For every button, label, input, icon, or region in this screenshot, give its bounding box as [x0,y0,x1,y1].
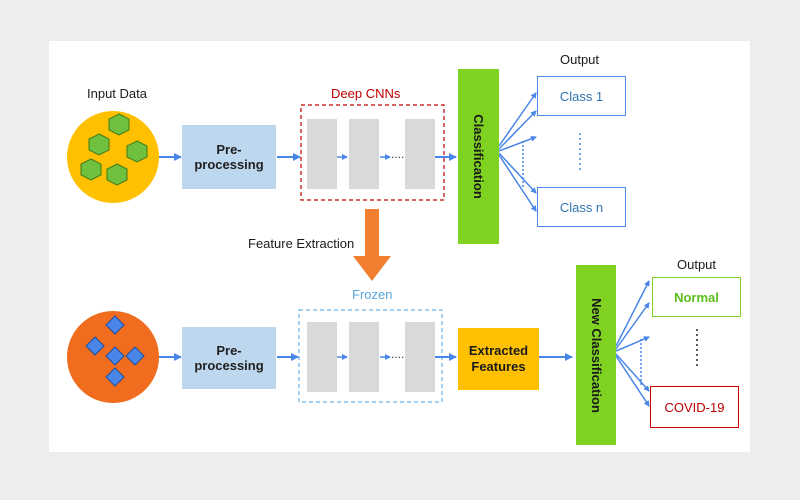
hexagon [106,163,128,186]
fan-arrow [498,92,537,147]
diamond [105,346,125,366]
deep-cnn-box [300,104,445,201]
hexagon [108,113,130,136]
fan-arrow [498,135,537,152]
diamond [105,315,125,335]
fan-arrow-bottom [615,336,650,352]
frozen-layer [405,322,435,392]
input-data-label: Input Data [87,86,147,101]
frozen-layer [349,322,379,392]
fan-arrow-bottom [615,302,650,350]
feature-extraction-arrow-shaft [365,209,379,257]
fan-arrow-bottom [615,353,650,392]
classification-label: Classification [471,114,486,199]
frozen-dots: .... [391,347,405,361]
covid-class-box: COVID-19 [650,386,739,428]
fan-arrow [498,152,537,194]
preprocessing-box-bottom: Pre-processing [182,327,276,389]
cnn-layer [405,119,435,189]
new-classification-label: New Classification [588,297,604,413]
diamond [125,346,145,366]
diagram-canvas: Input Data Pre-processing Deep CNNs ....… [49,41,750,452]
cnn-layer [349,119,379,189]
output-label-bottom: Output [677,257,717,272]
new-classification-box: New Classification [576,265,616,445]
diagram-svg [67,92,698,407]
input-hexagons [80,113,148,186]
frozen-layer [307,322,337,392]
fan-arrow-bottom [615,355,650,407]
hexagon [80,158,102,181]
hexagon [126,140,148,163]
classification-box: Classification [458,69,499,244]
feature-extraction-arrow-head [353,256,391,281]
cnn-layer [307,119,337,189]
hexagon [88,133,110,156]
input-diamonds [85,315,145,387]
fan-arrow [498,110,537,150]
cnn-dots: .... [391,147,405,161]
diamond [105,367,125,387]
output-label-top: Output [560,52,600,67]
fan-arrow-bottom [615,280,650,347]
normal-class-box: Normal [652,277,741,317]
extracted-features-box: Extracted Features [458,328,539,390]
deep-cnns-label: Deep CNNs [331,86,401,101]
preprocessing-box: Pre-processing [182,125,276,189]
class-1-box: Class 1 [537,76,626,116]
feature-extraction-label: Feature Extraction [248,236,355,251]
frozen-label: Frozen [352,287,393,302]
class-n-box: Class n [537,187,626,227]
fan-arrow [498,154,537,212]
diamond [85,336,105,356]
